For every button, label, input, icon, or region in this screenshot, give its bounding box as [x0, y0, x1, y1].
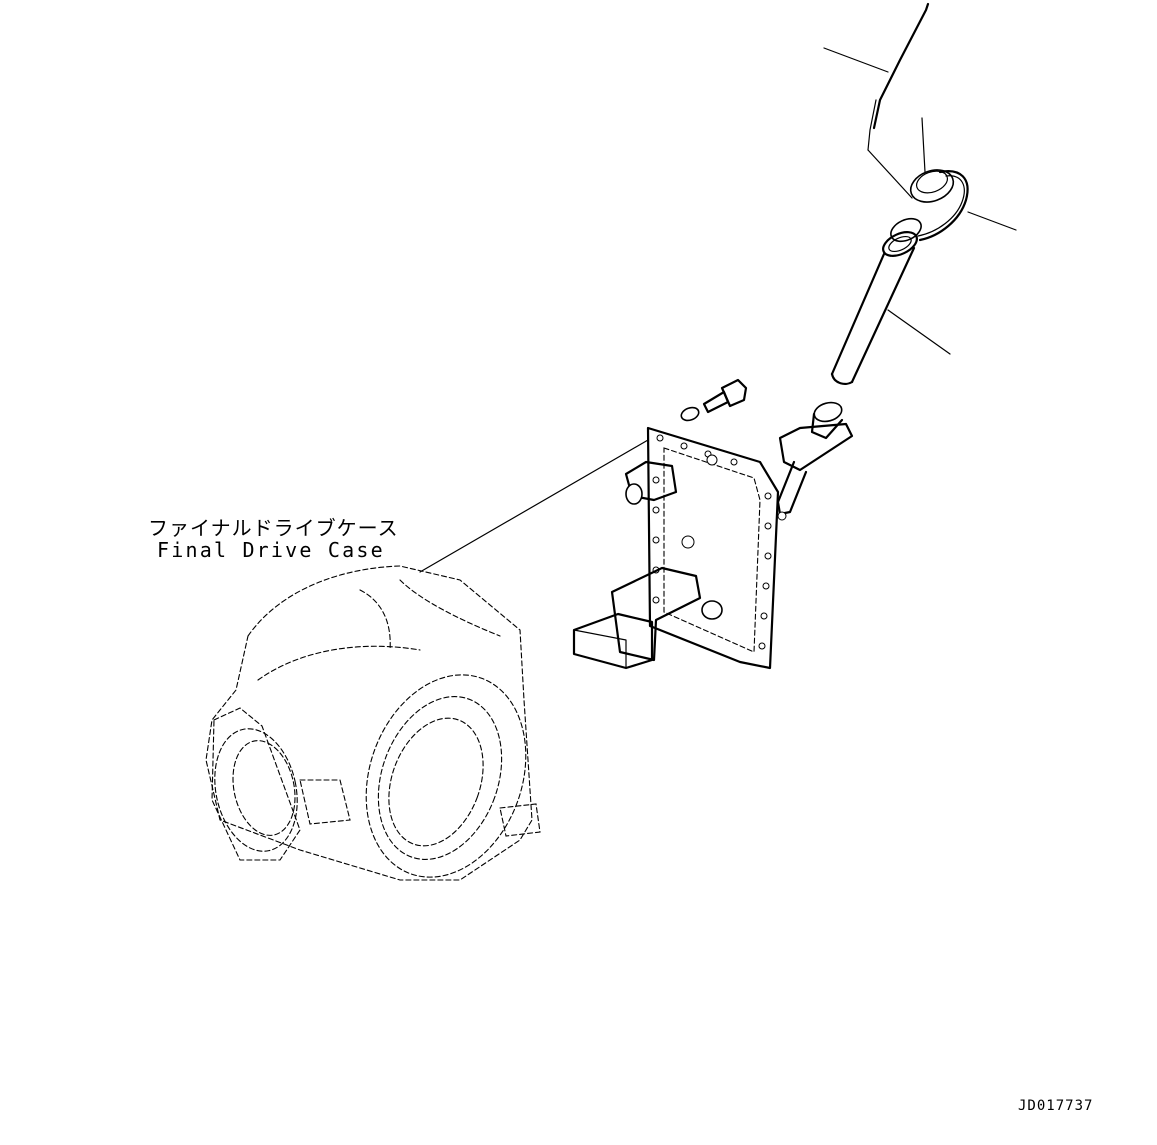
mounting-plate: [572, 426, 780, 670]
filler-pipe: [830, 217, 922, 385]
leader-line-dipstick: [823, 47, 889, 73]
final-drive-case-label-english: Final Drive Case: [157, 538, 385, 562]
drawing-number: JD017737: [1018, 1098, 1094, 1114]
bolt-and-washer: [680, 378, 748, 422]
final-drive-case-housing: [205, 565, 541, 881]
leader-line-cap: [921, 117, 926, 173]
final-drive-case-label-japanese: ファイナルドライブケース: [148, 516, 399, 540]
elbow-fitting: [776, 401, 854, 521]
dipstick: [867, 2, 930, 199]
leader-line-chain: [967, 211, 1017, 231]
leader-line-final-drive-case: [419, 439, 649, 573]
leader-lines: [419, 47, 1017, 573]
leader-line-pipe: [887, 309, 951, 355]
filler-cap: [909, 169, 969, 242]
